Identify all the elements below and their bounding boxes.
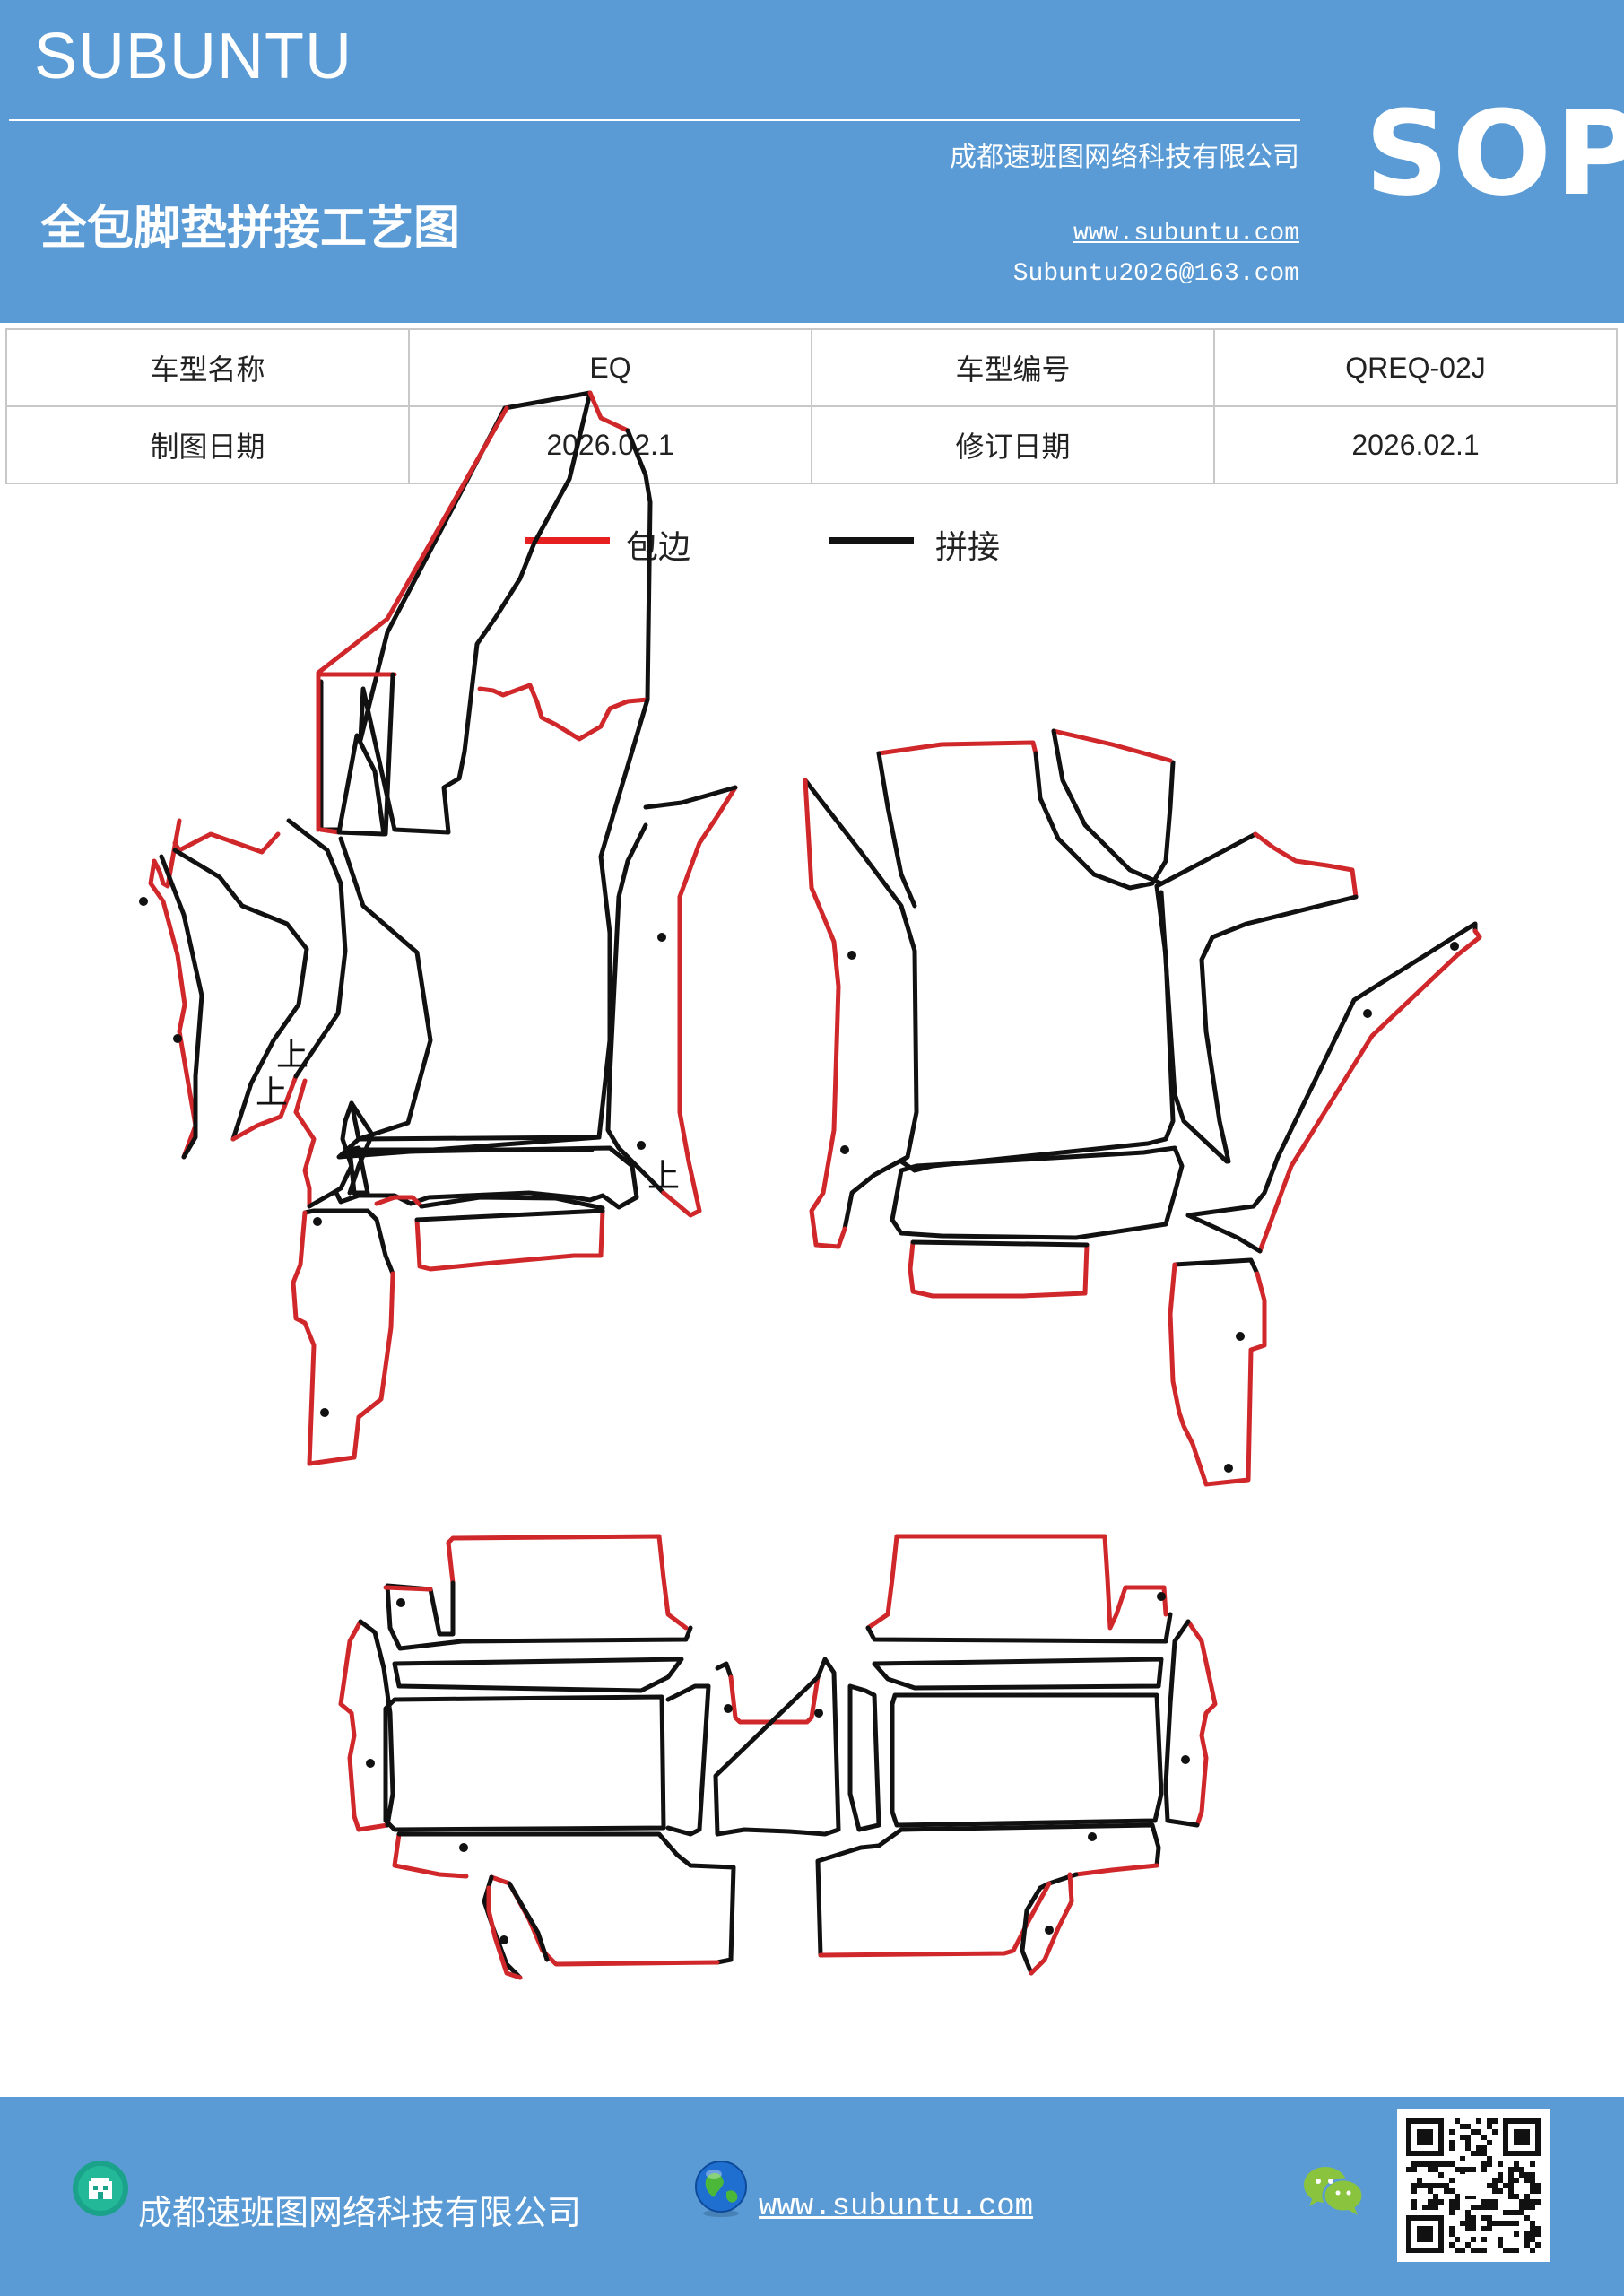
table-row: 制图日期 2026.02.1 修订日期 2026.02.1: [5, 405, 1618, 484]
dot: [459, 1843, 468, 1852]
front-left-mat-group: [148, 390, 738, 1466]
document-title: 全包脚垫拼接工艺图: [40, 201, 461, 256]
wechat-icon[interactable]: [1302, 2163, 1365, 2217]
dot: [139, 897, 148, 906]
qr-code: [1397, 2109, 1550, 2262]
qr-code-image: [1406, 2118, 1541, 2253]
dot: [320, 1408, 329, 1417]
floor-mat-drawing: 上 上 上: [139, 390, 1482, 1980]
dot: [366, 1759, 375, 1768]
company-name: 成都速班图网络科技有限公司: [950, 142, 1299, 173]
rear-mat-group: [338, 1534, 1218, 1980]
orientation-mark: 上: [256, 1074, 288, 1111]
dot: [396, 1598, 405, 1607]
dot: [1157, 1592, 1166, 1601]
legend: 包边 拼接: [0, 516, 1624, 587]
dot: [657, 933, 666, 942]
model-name-label: 车型名称: [5, 328, 410, 407]
model-code-value: QREQ-02J: [1213, 328, 1618, 407]
dot: [840, 1145, 849, 1154]
footer-banner: 成都速班图网络科技有限公司 www.subuntu.com: [0, 2097, 1624, 2296]
website-link[interactable]: www.subuntu.com: [1073, 220, 1299, 248]
draw-date-value: 2026.02.1: [408, 405, 812, 484]
revise-date-label: 修订日期: [811, 405, 1215, 484]
legend-label-seam: 拼接: [935, 529, 1001, 566]
dot: [724, 1704, 733, 1713]
attachment-dots: [139, 897, 1459, 1944]
dot: [637, 1141, 646, 1150]
front-right-mat-group: [803, 728, 1482, 1487]
header-banner: SUBUNTU 成都速班图网络科技有限公司 全包脚垫拼接工艺图 www.subu…: [0, 0, 1624, 323]
table-row: 车型名称 EQ 车型编号 QREQ-02J: [5, 328, 1618, 407]
revise-date-value: 2026.02.1: [1213, 405, 1618, 484]
dot: [173, 1034, 182, 1043]
model-code-label: 车型编号: [811, 328, 1215, 407]
header-divider: [9, 119, 1300, 121]
dot: [1450, 942, 1459, 951]
legend-label-edge: 包边: [626, 529, 691, 566]
globe-icon: [695, 2161, 747, 2217]
model-name-value: EQ: [408, 328, 812, 407]
dot: [1224, 1464, 1233, 1473]
orientation-mark: 上: [276, 1037, 308, 1074]
dot: [814, 1709, 823, 1718]
dot: [313, 1217, 322, 1226]
building-icon: [73, 2161, 128, 2216]
dot: [1363, 1009, 1372, 1018]
legend-swatch-edge: [525, 537, 610, 544]
footer-website-link[interactable]: www.subuntu.com: [759, 2190, 1034, 2224]
draw-date-label: 制图日期: [5, 405, 410, 484]
dot: [847, 951, 856, 960]
orientation-mark: 上: [647, 1158, 680, 1195]
sop-badge: SOP: [1365, 85, 1624, 222]
dot: [1236, 1332, 1245, 1341]
dot: [1045, 1926, 1054, 1935]
brand-name: SUBUNTU: [34, 21, 353, 92]
info-table: 车型名称 EQ 车型编号 QREQ-02J 制图日期 2026.02.1 修订日…: [5, 328, 1618, 484]
dot: [1088, 1832, 1097, 1841]
dot: [1181, 1755, 1190, 1764]
email-address: Subuntu2026@163.com: [1012, 260, 1299, 288]
legend-swatch-seam: [829, 537, 914, 544]
dot: [499, 1935, 508, 1944]
footer-company-name: 成都速班图网络科技有限公司: [138, 2193, 582, 2232]
